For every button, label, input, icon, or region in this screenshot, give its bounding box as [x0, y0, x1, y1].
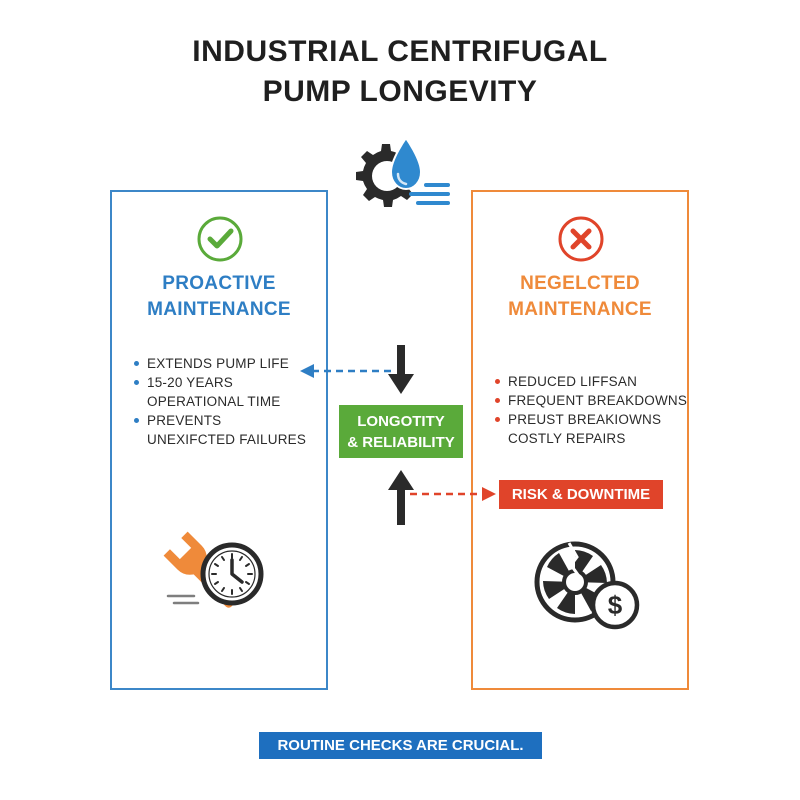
bullet-text: REDUCED LIFFSAN — [508, 374, 638, 389]
bullet-text: 15-20 YEARS — [147, 375, 234, 390]
proactive-heading: PROACTIVE MAINTENANCE — [112, 271, 326, 323]
bullet-text: OPERATIONAL TIME — [147, 394, 281, 409]
down-arrow — [388, 345, 414, 394]
proactive-heading-line-2: MAINTENANCE — [147, 299, 291, 320]
neglected-bullet: REDUCED LIFFSAN — [493, 372, 688, 391]
bullet-text: EXTENDS PUMP LIFE — [147, 356, 289, 371]
svg-text:$: $ — [608, 590, 623, 620]
wrench-clock-icon — [163, 531, 264, 608]
proactive-maintenance-panel: PROACTIVE MAINTENANCE EXTENDS PUMP LIFE … — [110, 190, 328, 690]
neglected-maintenance-panel: NEGELCTED MAINTENANCE REDUCED LIFFSAN FR… — [471, 190, 689, 690]
up-arrow — [388, 470, 414, 525]
bullet-text: FREQUENT BREAKDOWNS — [508, 393, 688, 408]
longevity-reliability-box: LONGOTITY & RELIABILITY — [339, 405, 463, 458]
proactive-bullet: 15-20 YEARS OPERATIONAL TIME — [132, 373, 327, 411]
bullet-text: COSTLY REPAIRS — [508, 431, 626, 446]
proactive-heading-line-1: PROACTIVE — [162, 273, 276, 294]
bullet-text: UNEXIFCTED FAILURES — [147, 432, 307, 447]
proactive-bullet-list: EXTENDS PUMP LIFE 15-20 YEARS OPERATIONA… — [132, 354, 327, 449]
broken-fan-dollar-icon: $ — [534, 541, 640, 630]
neglected-heading-line-2: MAINTENANCE — [508, 299, 652, 320]
title-line-2: PUMP LONGEVITY — [262, 75, 538, 108]
checkmark-circle-icon — [197, 216, 243, 262]
neglected-bullet-list: REDUCED LIFFSAN FREQUENT BREAKDOWNS PREU… — [493, 372, 688, 448]
center-line-2: & RELIABILITY — [347, 433, 455, 451]
page-title: INDUSTRIAL CENTRIFUGAL PUMP LONGEVITY — [0, 32, 800, 112]
footer-banner: ROUTINE CHECKS ARE CRUCIAL. — [259, 732, 542, 759]
neglected-bullet: PREUST BREAKIOWNS COSTLY REPAIRS — [493, 410, 688, 448]
x-circle-icon — [558, 216, 604, 262]
neglected-bullet: FREQUENT BREAKDOWNS — [493, 391, 688, 410]
neglected-heading-line-1: NEGELCTED — [520, 273, 640, 294]
title-line-1: INDUSTRIAL CENTRIFUGAL — [192, 35, 608, 68]
neglected-heading: NEGELCTED MAINTENANCE — [473, 271, 687, 323]
proactive-bullet: PREVENTS UNEXIFCTED FAILURES — [132, 411, 327, 449]
risk-downtime-label: RISK & DOWNTIME — [499, 480, 663, 509]
proactive-bullet: EXTENDS PUMP LIFE — [132, 354, 327, 373]
center-line-1: LONGOTITY — [357, 412, 445, 430]
bullet-text: PREUST BREAKIOWNS — [508, 412, 662, 427]
bullet-text: PREVENTS — [147, 413, 222, 428]
gear-water-drop-icon — [356, 136, 450, 207]
